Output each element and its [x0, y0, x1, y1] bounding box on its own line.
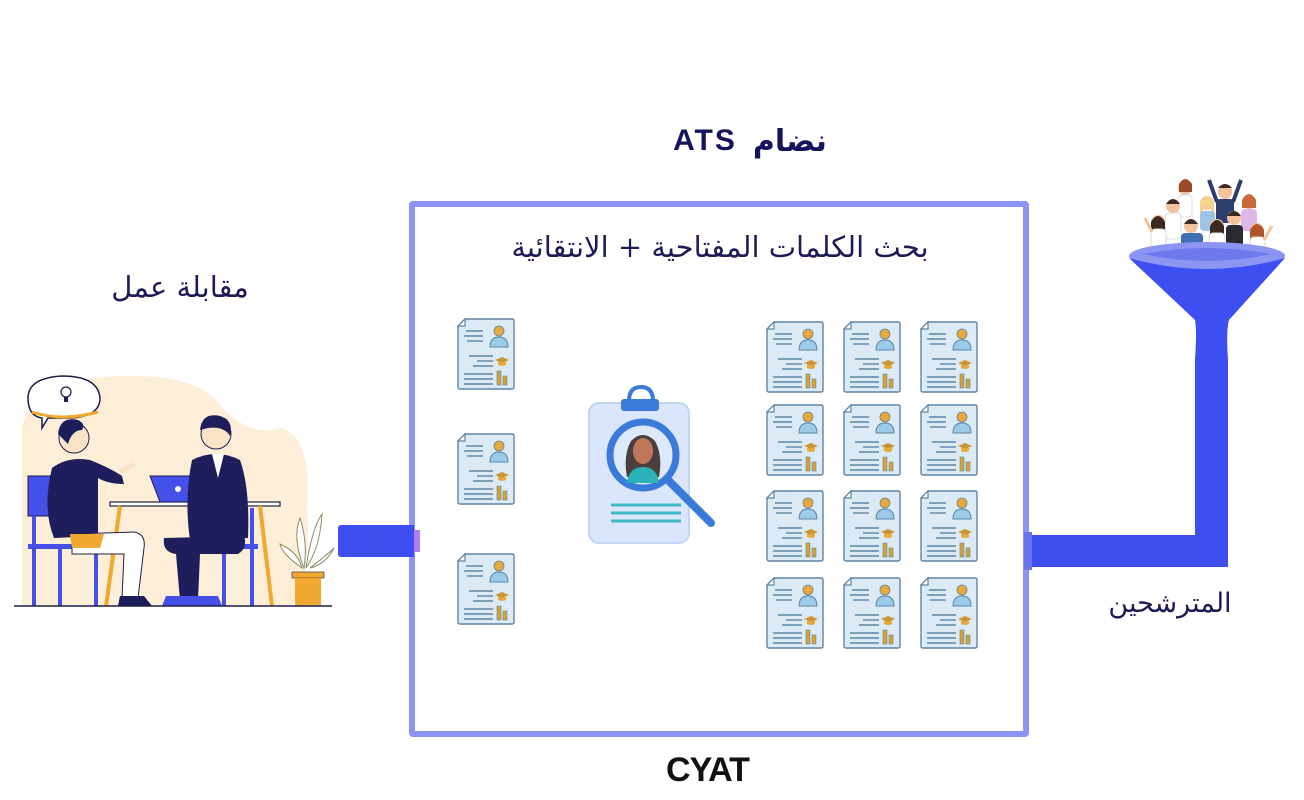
- resume-document-icon: [766, 577, 824, 649]
- resume-search-icon: [585, 385, 720, 547]
- resume-document-icon: [766, 404, 824, 476]
- resume-document-icon: [920, 321, 978, 393]
- resume-document-icon: [843, 404, 901, 476]
- resume-document-icon: [766, 321, 824, 393]
- resume-document-icon: [766, 490, 824, 562]
- left-connector-pipe: [338, 525, 414, 557]
- resume-document-icon: [457, 553, 515, 625]
- left-connector-tab: [414, 530, 420, 552]
- resume-document-icon: [843, 490, 901, 562]
- resume-document-icon: [920, 490, 978, 562]
- resume-document-icon: [920, 577, 978, 649]
- ats-box-heading: بحث الكلمات المفتاحية + الانتقائية: [511, 230, 929, 264]
- brand-logo: CYAT: [666, 750, 750, 789]
- resume-document-icon: [843, 577, 901, 649]
- diagram-title: ATS نضام: [640, 116, 860, 166]
- resume-document-icon: [457, 318, 515, 390]
- lightbulb-speech-bubble-icon: [27, 375, 101, 431]
- people-group-icon: [1143, 179, 1274, 256]
- right-pipe-horizontal: [1029, 535, 1228, 567]
- resume-document-icon: [843, 321, 901, 393]
- job-interview-illustration: [12, 368, 342, 613]
- title-arabic: نضام: [752, 123, 827, 159]
- title-latin: ATS: [673, 124, 737, 157]
- candidates-label: المترشحين: [1108, 588, 1232, 619]
- right-pipe-vertical: [1195, 360, 1228, 567]
- funnel-icon: [1125, 170, 1290, 370]
- plant-icon: [279, 512, 335, 606]
- resume-document-icon: [457, 433, 515, 505]
- resume-document-icon: [920, 404, 978, 476]
- interview-label: مقابلة عمل: [111, 270, 249, 304]
- right-connector-tab: [1024, 532, 1032, 570]
